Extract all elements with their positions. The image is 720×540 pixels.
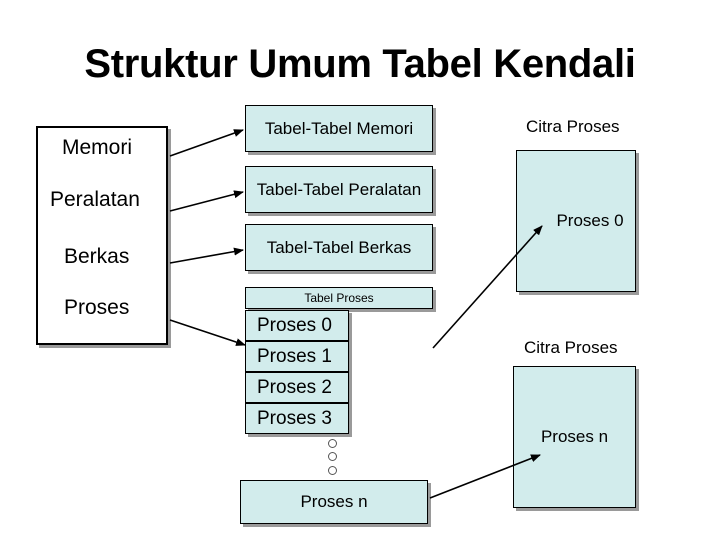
arrow-prosesn-image <box>429 454 541 499</box>
process-image-caption: Citra Proses <box>524 338 618 357</box>
page-title: Struktur Umum Tabel Kendali <box>84 42 636 86</box>
resource-memori-label: Memori <box>62 136 133 159</box>
resource-proses-label: Proses <box>64 296 130 319</box>
arrow-memori <box>169 129 244 157</box>
process-table-header: Tabel Proses <box>245 287 433 309</box>
arrow-peralatan <box>169 190 244 212</box>
ellipsis-dot <box>328 452 337 461</box>
process-image-0: Proses 0 <box>516 150 636 292</box>
process-row-3: Proses 3 <box>245 403 349 434</box>
process-image-label: Proses 0 <box>556 211 624 230</box>
arrow-berkas <box>169 247 244 264</box>
process-row-n: Proses n <box>240 480 428 524</box>
process-row-1: Proses 1 <box>245 341 349 372</box>
file-tables-box: Tabel-Tabel Berkas <box>245 224 433 271</box>
resource-table: Memori Peralatan Berkas Proses <box>36 126 168 345</box>
resource-berkas-label: Berkas <box>64 245 130 268</box>
process-row-0: Proses 0 <box>245 310 349 341</box>
process-image-label: Proses n <box>540 427 609 446</box>
arrow-proses <box>169 319 246 346</box>
device-tables-box: Tabel-Tabel Peralatan <box>245 166 433 213</box>
process-row-2: Proses 2 <box>245 372 349 403</box>
ellipsis-dot <box>328 439 337 448</box>
process-image-n: Proses n <box>513 366 636 508</box>
arrow-proses0-image <box>432 225 543 349</box>
resource-peralatan-label: Peralatan <box>50 188 140 211</box>
ellipsis-dot <box>328 466 337 475</box>
memory-tables-box: Tabel-Tabel Memori <box>245 105 433 152</box>
process-image-caption: Citra Proses <box>526 117 620 136</box>
